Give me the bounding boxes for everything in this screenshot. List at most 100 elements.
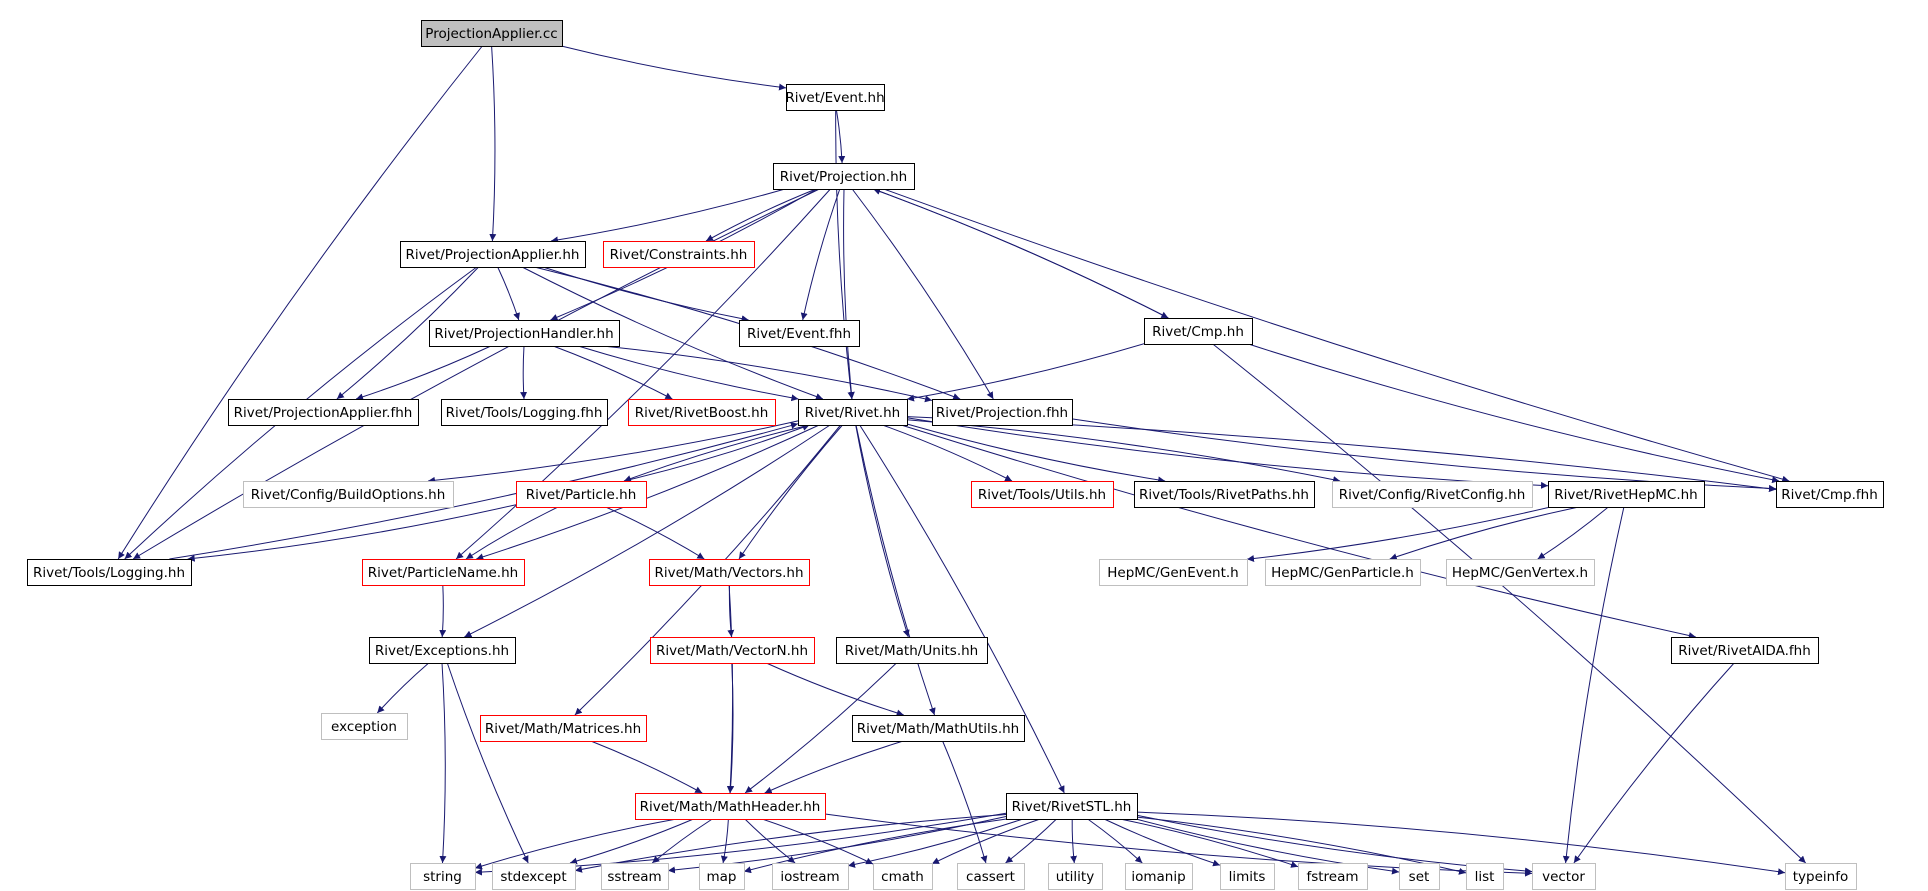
node-ph_hh[interactable]: Rivet/ProjectionHandler.hh (429, 320, 620, 347)
node-label-map: map (707, 869, 737, 885)
edge-pa_hh-to-event_fhh (542, 266, 749, 323)
node-label-rivetboost: Rivet/RivetBoost.hh (635, 405, 769, 421)
edge-rivethepmc-to-genparticle (1389, 506, 1579, 561)
node-rivetstl[interactable]: Rivet/RivetSTL.hh (1006, 793, 1138, 820)
node-rivetconfig: Rivet/Config/RivetConfig.hh (1332, 481, 1533, 508)
node-label-cmath: cmath (881, 869, 924, 885)
node-box-map (699, 863, 745, 890)
edge-mathheader-to-cmath (761, 818, 874, 865)
node-cmp_hh[interactable]: Rivet/Cmp.hh (1144, 318, 1253, 345)
node-vector: vector (1532, 863, 1596, 890)
node-box-rivethepmc (1548, 481, 1705, 508)
edge-particle_hh-to-logging_hh (187, 504, 517, 562)
node-label-event_fhh: Rivet/Event.fhh (747, 326, 851, 342)
node-utils_hh[interactable]: Rivet/Tools/Utils.hh (971, 481, 1114, 508)
node-label-stdexcept: stdexcept (500, 869, 566, 885)
node-label-utility: utility (1056, 869, 1094, 885)
node-particlename[interactable]: Rivet/ParticleName.hh (362, 559, 525, 586)
node-label-rivetconfig: Rivet/Config/RivetConfig.hh (1339, 487, 1526, 503)
node-box-rivetaida (1671, 637, 1819, 664)
edge-rivet_hh-to-mathutils (855, 424, 936, 716)
node-units_hh[interactable]: Rivet/Math/Units.hh (836, 637, 988, 664)
node-box-exceptions (369, 637, 516, 664)
node-label-pa_cc: ProjectionApplier.cc (425, 26, 557, 42)
edge-pa_hh-to-ph_hh (497, 266, 520, 321)
edge-cmp_hh-to-typeinfo (1212, 343, 1807, 864)
node-box-utils_hh (971, 481, 1114, 508)
node-label-pa_fhh: Rivet/ProjectionApplier.fhh (234, 405, 413, 421)
node-rivetboost[interactable]: Rivet/RivetBoost.hh (628, 399, 776, 426)
node-label-particle_hh: Rivet/Particle.hh (526, 487, 637, 503)
node-rivetaida[interactable]: Rivet/RivetAIDA.fhh (1671, 637, 1819, 664)
node-label-genvertex: HepMC/GenVertex.h (1452, 565, 1588, 581)
node-genevent: HepMC/GenEvent.h (1099, 559, 1248, 586)
node-label-logging_fhh: Rivet/Tools/Logging.fhh (446, 405, 603, 421)
edge-rivet_hh-to-particlename (476, 424, 820, 561)
node-pa_hh[interactable]: Rivet/ProjectionApplier.hh (400, 241, 586, 268)
edge-pa_cc-to-logging_hh (117, 45, 483, 560)
edge-particle_hh-to-vectors_hh (605, 506, 705, 560)
edge-rivetstl-to-utility (1070, 818, 1078, 864)
node-pa_cc[interactable]: ProjectionApplier.cc (421, 20, 563, 47)
edge-projection_hh-to-event_fhh (800, 188, 841, 321)
node-box-vector (1532, 863, 1596, 890)
node-limits: limits (1220, 863, 1275, 890)
node-particle_hh[interactable]: Rivet/Particle.hh (516, 481, 647, 508)
node-rivetpaths[interactable]: Rivet/Tools/RivetPaths.hh (1134, 481, 1315, 508)
edge-matrices-to-mathheader (590, 740, 703, 794)
node-label-genparticle: HepMC/GenParticle.h (1271, 565, 1414, 581)
node-box-iostream (772, 863, 849, 890)
edge-exceptions-to-exception (376, 662, 430, 714)
edge-projection_hh-to-pa_hh (550, 188, 786, 244)
edge-mathheader-to-string (474, 818, 677, 870)
node-matrices[interactable]: Rivet/Math/Matrices.hh (480, 715, 647, 742)
node-map: map (699, 863, 745, 890)
node-event_hh[interactable]: Rivet/Event.hh (785, 84, 885, 111)
node-rivet_hh[interactable]: Rivet/Rivet.hh (798, 399, 908, 426)
node-rivethepmc[interactable]: Rivet/RivetHepMC.hh (1548, 481, 1705, 508)
node-stdexcept: stdexcept (492, 863, 576, 890)
node-label-matrices: Rivet/Math/Matrices.hh (485, 721, 641, 737)
edge-mathheader-to-stdexcept (569, 818, 694, 865)
node-vectors_hh[interactable]: Rivet/Math/Vectors.hh (649, 559, 810, 586)
node-box-sstream (601, 863, 669, 890)
node-label-limits: limits (1229, 869, 1266, 885)
node-label-constraints_hh: Rivet/Constraints.hh (610, 247, 748, 263)
node-cmp_fhh[interactable]: Rivet/Cmp.fhh (1776, 481, 1884, 508)
edge-rivet_hh-to-rivethepmc (906, 417, 1549, 489)
node-label-rivetstl: Rivet/RivetSTL.hh (1012, 799, 1132, 815)
edge-rivethepmc-to-vector (1562, 506, 1625, 864)
node-pa_fhh[interactable]: Rivet/ProjectionApplier.fhh (228, 399, 419, 426)
node-box-mathheader (635, 793, 826, 820)
node-label-string: string (423, 869, 462, 885)
node-mathheader[interactable]: Rivet/Math/MathHeader.hh (635, 793, 826, 820)
node-box-logging_fhh (441, 399, 608, 426)
edge-rivetstl-to-cmath (931, 818, 1041, 865)
node-logging_hh[interactable]: Rivet/Tools/Logging.hh (27, 559, 192, 586)
node-event_fhh[interactable]: Rivet/Event.fhh (739, 320, 860, 347)
edge-mathheader-to-iostream (744, 818, 796, 864)
node-label-iostream: iostream (780, 869, 839, 885)
node-vectorn[interactable]: Rivet/Math/VectorN.hh (650, 637, 815, 664)
node-box-string (410, 863, 476, 890)
node-label-cmp_hh: Rivet/Cmp.hh (1152, 324, 1244, 340)
node-exceptions[interactable]: Rivet/Exceptions.hh (369, 637, 516, 664)
node-constraints_hh[interactable]: Rivet/Constraints.hh (603, 241, 755, 268)
edge-cmp_hh-to-cmp_fhh (1248, 343, 1780, 484)
node-projection_fhh[interactable]: Rivet/Projection.fhh (932, 399, 1073, 426)
edge-rivet_hh-to-buildoptions (427, 420, 799, 484)
node-genvertex: HepMC/GenVertex.h (1446, 559, 1595, 586)
node-box-logging_hh (27, 559, 192, 586)
edge-rivetstl-to-limits (1103, 818, 1221, 867)
node-box-list (1466, 863, 1504, 890)
node-label-iomanip: iomanip (1131, 869, 1185, 885)
node-logging_fhh[interactable]: Rivet/Tools/Logging.fhh (441, 399, 608, 426)
node-projection_hh[interactable]: Rivet/Projection.hh (773, 163, 915, 190)
node-box-projection_hh (773, 163, 915, 190)
node-label-ph_hh: Rivet/ProjectionHandler.hh (434, 326, 613, 342)
node-box-particlename (362, 559, 525, 586)
node-mathutils[interactable]: Rivet/Math/MathUtils.hh (852, 715, 1025, 742)
node-box-genevent (1099, 559, 1248, 586)
node-label-rivet_hh: Rivet/Rivet.hh (805, 405, 900, 421)
